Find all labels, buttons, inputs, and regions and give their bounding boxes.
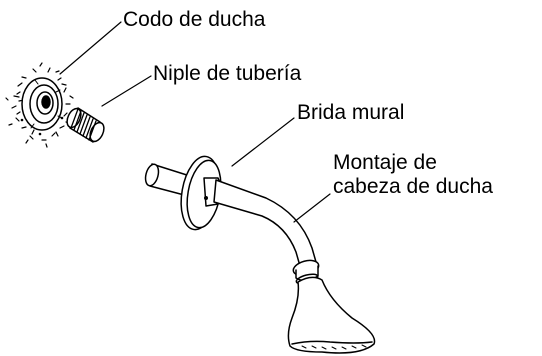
pipe-nipple-illustration	[66, 107, 105, 143]
label-montaje-cabeza-de-ducha: Montaje de cabeza de ducha	[333, 151, 493, 199]
label-montaje-line-1: Montaje de	[333, 151, 437, 174]
leader-codo	[59, 21, 122, 75]
shower-elbow-illustration	[5, 62, 74, 148]
label-montaje-line-2: cabeza de ducha	[333, 175, 493, 198]
label-codo-de-ducha: Codo de ducha	[123, 8, 266, 31]
label-niple-de-tuberia: Niple de tubería	[153, 62, 302, 85]
leader-niple	[101, 75, 152, 107]
leader-brida	[231, 117, 295, 167]
shower-arm-illustration	[144, 155, 376, 354]
leader-montaje	[293, 193, 331, 223]
label-brida-mural: Brida mural	[297, 101, 405, 124]
leader-lines	[59, 21, 331, 223]
